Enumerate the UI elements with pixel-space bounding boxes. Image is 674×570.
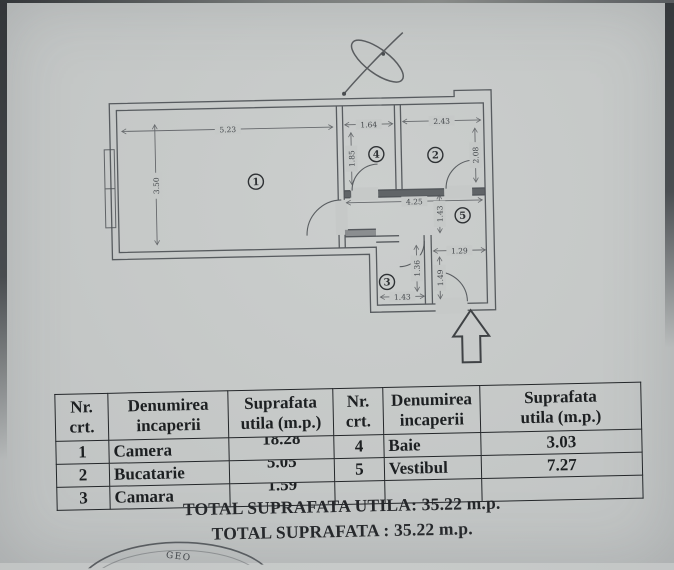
dim-bucatarie-height: 2.08 <box>471 146 480 163</box>
dim-baie-height: 1.85 <box>347 150 356 167</box>
header-nr-right: Nr.crt. <box>333 388 384 436</box>
dim-vestibul-width: 4.25 <box>406 197 423 206</box>
cell-nr: 1 <box>56 440 109 464</box>
dim-vestibul-height: 1.43 <box>435 205 444 222</box>
floor-plan: 5.23 3.50 1.64 1.85 2.43 2.08 4.25 1.43 … <box>86 81 532 390</box>
dim-baie-width: 1.64 <box>360 120 377 129</box>
cell-name: Bucatarie <box>109 461 229 487</box>
entrance-arrow <box>453 310 490 363</box>
cell-name: Vestibul <box>384 456 481 481</box>
cell-nr: 2 <box>56 463 109 487</box>
dim-entry-height: 1.49 <box>436 269 445 286</box>
header-nr-left: Nr.crt. <box>55 393 109 441</box>
cell-area: 7.27 <box>481 452 642 478</box>
dim-camera-height: 3.50 <box>152 177 161 194</box>
dim-camera-width: 5.23 <box>219 125 236 134</box>
cell-nr: 5 <box>334 458 384 482</box>
door-arcs <box>306 160 477 304</box>
dim-camara-width: 1.43 <box>394 292 411 301</box>
stamp-partial: GEO <box>60 513 291 569</box>
cell-name: Camera <box>109 438 229 464</box>
cell-area: 5.05 <box>229 459 334 484</box>
room-number-baie: 4 <box>373 150 380 161</box>
cell-nr: 4 <box>334 435 384 459</box>
cell-name: Baie <box>384 433 481 458</box>
room-number-vestibul: 5 <box>459 211 466 222</box>
signature-mark <box>325 20 437 102</box>
cell-area: 18.28 <box>229 436 334 461</box>
dim-camara-height: 1.36 <box>413 260 422 277</box>
dim-entry-width: 1.29 <box>451 246 468 255</box>
room-number-camara: 3 <box>383 277 390 288</box>
room-number-camera: 1 <box>252 177 259 188</box>
dimension-labels: 5.23 3.50 1.64 1.85 2.43 2.08 4.25 1.43 … <box>151 116 484 307</box>
stamp-text: GEO <box>165 551 192 564</box>
dim-bucatarie-width: 2.43 <box>433 117 450 126</box>
cell-area: 3.03 <box>481 429 642 455</box>
room-number-bucatarie: 2 <box>432 150 439 161</box>
